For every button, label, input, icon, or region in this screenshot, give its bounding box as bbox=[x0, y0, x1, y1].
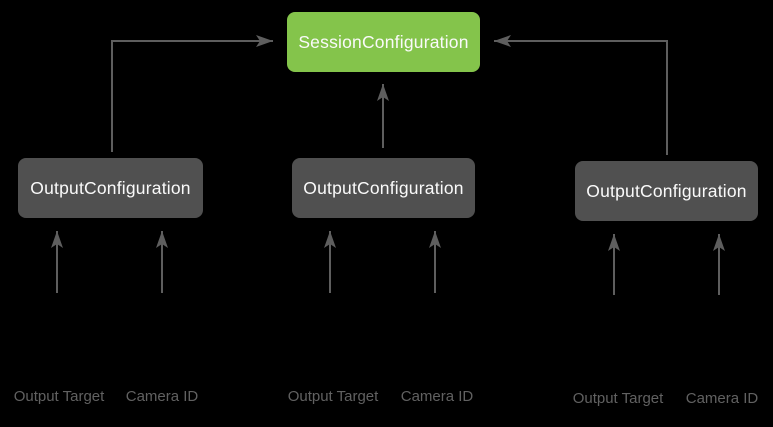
input-label-output-target-2: Output Target bbox=[287, 388, 379, 405]
arrow-output3-to-session bbox=[494, 35, 668, 155]
output-configuration-node-1: OutputConfiguration bbox=[18, 158, 203, 218]
input-label-output-target-3: Output Target bbox=[572, 390, 664, 407]
arrow-output1-to-session bbox=[111, 35, 273, 152]
input-label-camera-id-2: Camera ID bbox=[400, 388, 474, 405]
input-label-output-target-1: Output Target bbox=[13, 388, 105, 405]
input-label-camera-id-3: Camera ID bbox=[685, 390, 759, 407]
output-configuration-node-2: OutputConfiguration bbox=[292, 158, 475, 218]
output-configuration-node-3: OutputConfiguration bbox=[575, 161, 758, 221]
session-configuration-node: SessionConfiguration bbox=[287, 12, 480, 72]
input-label-camera-id-1: Camera ID bbox=[125, 388, 199, 405]
